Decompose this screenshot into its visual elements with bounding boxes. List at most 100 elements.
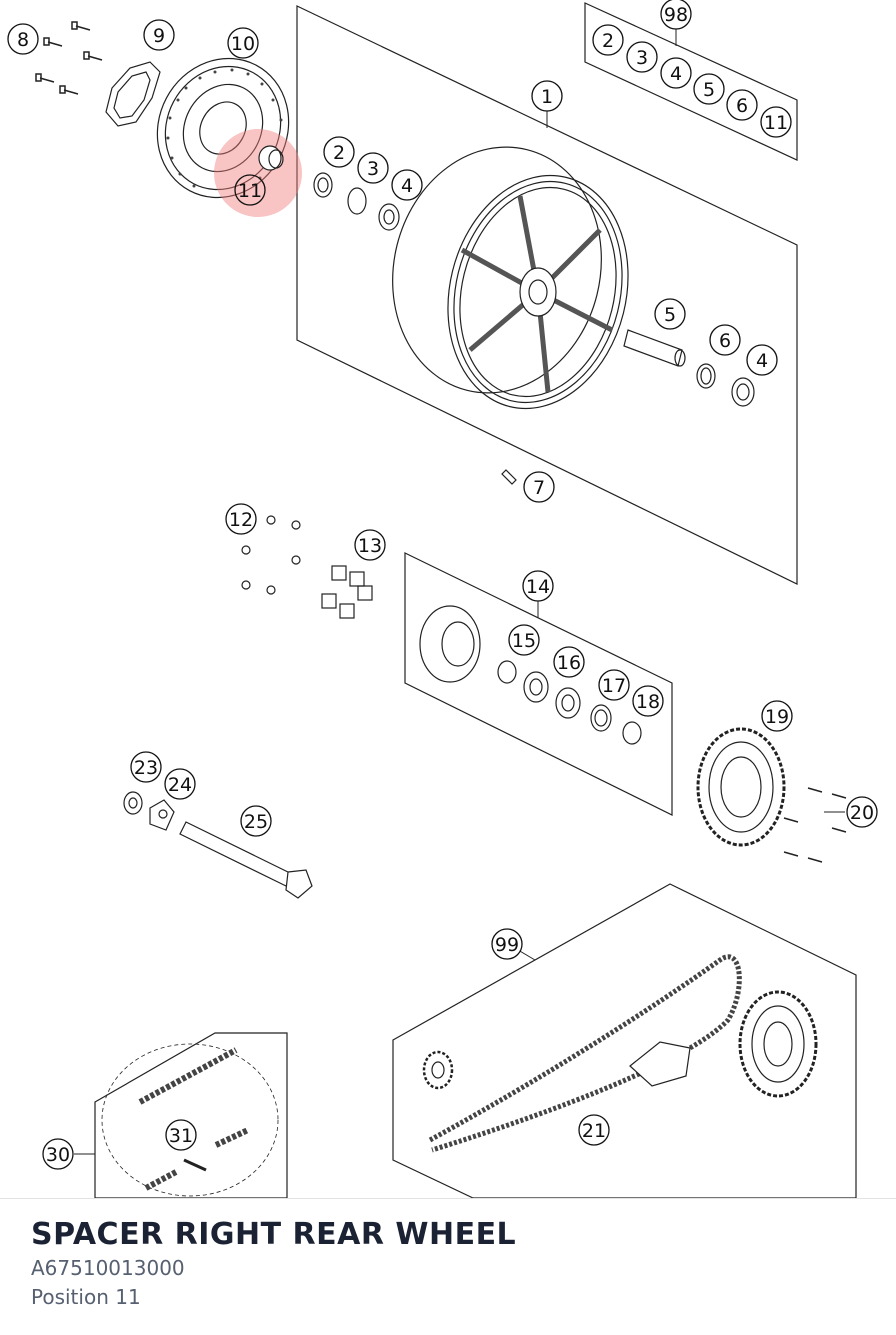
part-title: SPACER RIGHT REAR WHEEL	[31, 1217, 517, 1252]
callout-number: 25	[244, 811, 268, 833]
callout-circle	[592, 24, 624, 56]
circlip-3	[347, 187, 367, 215]
callout-circle	[654, 298, 686, 330]
callout-number: 24	[168, 774, 192, 796]
callout-number: 7	[533, 477, 545, 499]
callout-circle	[357, 152, 389, 184]
callout-circle	[726, 89, 758, 121]
callout-circle	[693, 73, 725, 105]
callout-circle	[846, 796, 878, 828]
callout-c98-3: 3	[626, 41, 658, 73]
callout-c20: 20	[846, 796, 878, 828]
callout-circle	[578, 1114, 610, 1146]
callout-circle	[225, 503, 257, 535]
callout-number: 6	[736, 95, 748, 117]
callout-number: 9	[153, 25, 165, 47]
callout-circle	[240, 805, 272, 837]
chain-kit-frame	[392, 883, 857, 1198]
seal-17	[590, 704, 612, 732]
callout-c98: 98	[660, 0, 692, 30]
callout-number: 1	[541, 86, 553, 108]
callout-number: 31	[169, 1125, 193, 1147]
chain-kit	[422, 954, 818, 1153]
part-info-panel: SPACER RIGHT REAR WHEEL A67510013000 Pos…	[0, 1198, 896, 1335]
bearing-4b	[731, 377, 755, 407]
callout-number: 13	[358, 535, 382, 557]
callout-number: 4	[670, 63, 682, 85]
callout-circle	[323, 136, 355, 168]
brake-disc-holes	[166, 68, 283, 188]
callout-c30: 30	[42, 1138, 74, 1170]
callout-circle	[391, 169, 423, 201]
callout-c4b: 4	[746, 344, 778, 376]
spacer-right-rear-wheel	[258, 145, 284, 171]
callout-number: 14	[526, 576, 550, 598]
callout-number: 30	[46, 1144, 70, 1166]
bearing-16b	[555, 687, 581, 719]
callout-number: 10	[231, 33, 255, 55]
callout-circle	[491, 928, 523, 960]
callout-circle	[746, 344, 778, 376]
callout-circle	[508, 624, 540, 656]
bearing-4a	[378, 203, 400, 231]
callout-number: 2	[602, 30, 614, 52]
callout-circle	[531, 80, 563, 112]
callout-c12: 12	[225, 503, 257, 535]
callout-number: 2	[333, 142, 345, 164]
callout-c98-11: 11	[760, 106, 792, 138]
callout-c31: 31	[165, 1119, 197, 1151]
callout-circle	[660, 0, 692, 30]
callout-circle	[660, 57, 692, 89]
rear-wheel	[392, 146, 629, 410]
callout-c18: 18	[632, 685, 664, 717]
part-position: Position 11	[31, 1285, 141, 1309]
callout-c98-5: 5	[693, 73, 725, 105]
callout-number: 4	[756, 350, 768, 372]
callout-number: 11	[764, 112, 788, 134]
valve-7	[501, 469, 517, 485]
callout-c24: 24	[164, 768, 196, 800]
nuts-12	[241, 515, 301, 595]
callout-c19: 19	[761, 700, 793, 732]
callout-c3: 3	[357, 152, 389, 184]
callout-number: 15	[512, 630, 536, 652]
callout-c5: 5	[654, 298, 686, 330]
spacer-15	[497, 660, 517, 684]
callout-c15: 15	[508, 624, 540, 656]
callout-number: 3	[636, 47, 648, 69]
bearing-16a	[523, 671, 549, 703]
callout-c98-6: 6	[726, 89, 758, 121]
chain-link-frame	[94, 1032, 288, 1198]
callout-c4a: 4	[391, 169, 423, 201]
callout-number: 20	[850, 802, 874, 824]
callout-c16: 16	[553, 646, 585, 678]
callout-number: 8	[17, 29, 29, 51]
callout-circle	[523, 471, 555, 503]
callout-number: 21	[582, 1120, 606, 1142]
callout-c11: 11	[234, 174, 266, 206]
callout-circle	[709, 324, 741, 356]
chain-adjuster-24	[149, 799, 175, 831]
callout-number: 98	[664, 4, 688, 26]
ring-6	[696, 363, 716, 389]
callout-circle	[234, 174, 266, 206]
callout-number: 5	[664, 304, 676, 326]
callout-c21: 21	[578, 1114, 610, 1146]
callout-c1: 1	[531, 80, 563, 112]
axle-nut-23	[123, 791, 143, 815]
callout-circle	[760, 106, 792, 138]
callout-circle	[164, 768, 196, 800]
part-number: A67510013000	[31, 1256, 185, 1280]
callout-number: 99	[495, 934, 519, 956]
sprocket-19	[696, 727, 786, 847]
callout-number: 19	[765, 706, 789, 728]
spacer-5	[623, 329, 686, 367]
callout-c6: 6	[709, 324, 741, 356]
callout-c13: 13	[354, 529, 386, 561]
callout-circle	[7, 23, 39, 55]
callout-number: 11	[238, 180, 262, 202]
exploded-parts-diagram: 8910119823456111234564712131415161718192…	[7, 0, 878, 1198]
callout-number: 12	[229, 509, 253, 531]
callout-c8: 8	[7, 23, 39, 55]
